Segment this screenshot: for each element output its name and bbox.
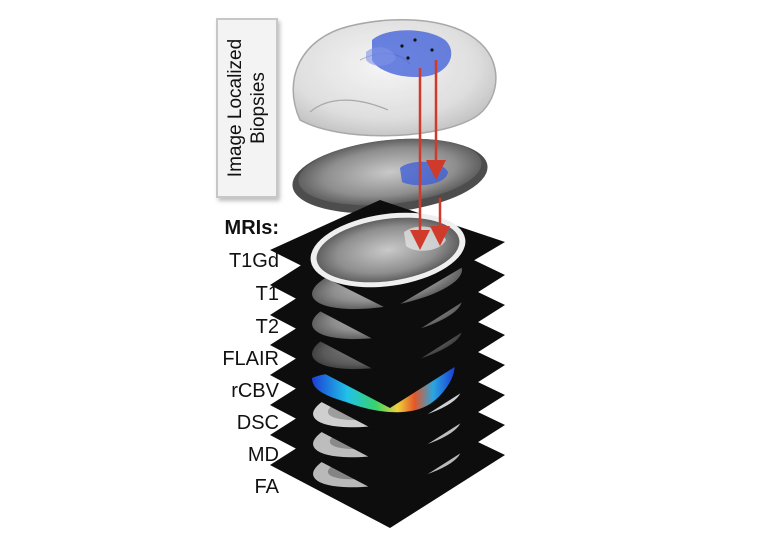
label-fa: FA	[254, 476, 279, 498]
label-t1gd: T1Gd	[228, 250, 279, 272]
glass-brain	[292, 19, 497, 137]
label-flair: FLAIR	[222, 348, 279, 370]
label-t1: T1	[255, 283, 279, 305]
biopsy-arrows	[410, 60, 450, 250]
biopsy-label-box: Image Localized Biopsies	[216, 18, 278, 198]
mri-plate-stack	[270, 200, 505, 528]
label-dsc: DSC	[236, 412, 279, 434]
label-md: MD	[247, 444, 279, 466]
label-t2: T2	[255, 316, 279, 338]
tumor-region-3d	[372, 30, 452, 78]
label-rcbv: rCBV	[231, 380, 279, 402]
mri-heading: MRIs:	[224, 217, 279, 239]
